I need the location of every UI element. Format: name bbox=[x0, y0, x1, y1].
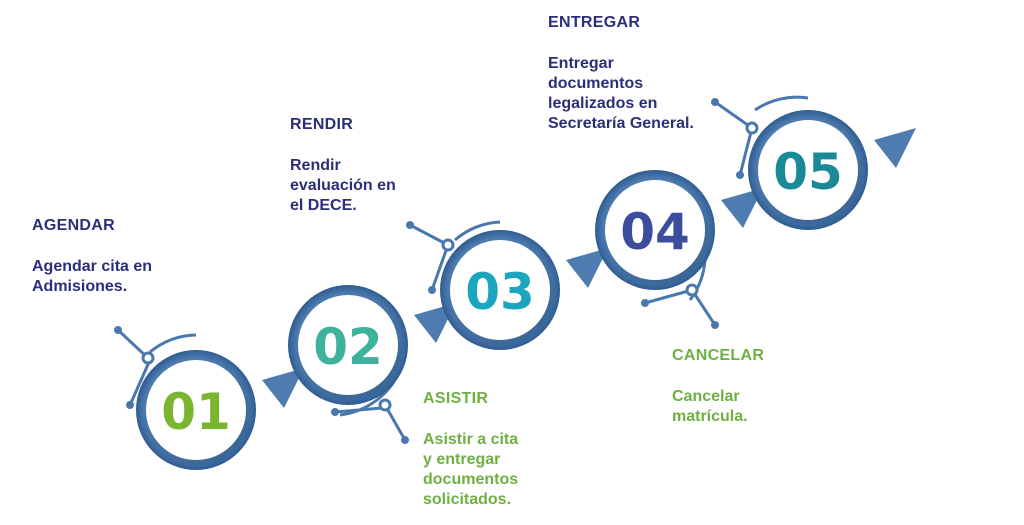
step-2-disc bbox=[298, 295, 398, 395]
step-5-arrow bbox=[874, 128, 916, 168]
step-1-node: 01 bbox=[136, 350, 304, 470]
step-2-number: 02 bbox=[313, 318, 383, 376]
step-3-node: 03 bbox=[440, 230, 608, 350]
step-2-description: Rendir evaluación en el DECE. bbox=[290, 157, 396, 214]
step-3-disc bbox=[450, 240, 550, 340]
step-4-text: CANCELAR Cancelar matrícula. bbox=[672, 347, 832, 427]
step-2-text: RENDIR Rendir evaluación en el DECE. bbox=[290, 116, 450, 216]
step-5-title: ENTREGAR bbox=[548, 14, 641, 31]
step-3-description: Asistir a cita y entregar documentos sol… bbox=[423, 431, 519, 508]
step-2-node: 02 bbox=[288, 285, 456, 405]
step-1-arrow bbox=[262, 368, 304, 408]
step-4-node: 04 bbox=[595, 170, 763, 290]
step-1-number: 01 bbox=[161, 383, 231, 441]
step-4-number: 04 bbox=[620, 203, 690, 261]
connector-1 bbox=[114, 326, 197, 409]
step-4-arrow bbox=[721, 188, 763, 228]
step-1-title: AGENDAR bbox=[32, 217, 115, 234]
connector-lines bbox=[114, 95, 809, 444]
step-1-disc bbox=[146, 360, 246, 460]
connector-3 bbox=[406, 220, 501, 294]
step-4-description: Cancelar matrícula. bbox=[672, 388, 748, 425]
step-5-node: 05 bbox=[748, 110, 916, 230]
step-3-text: ASISTIR Asistir a cita y entregar docume… bbox=[423, 390, 583, 510]
step-2-title: RENDIR bbox=[290, 116, 354, 133]
step-5-disc bbox=[758, 120, 858, 220]
step-3-arrow bbox=[566, 248, 608, 288]
step-3-title: ASISTIR bbox=[423, 390, 489, 407]
step-4-disc bbox=[605, 180, 705, 280]
step-4-title: CANCELAR bbox=[672, 347, 765, 364]
step-1-description: Agendar cita en Admisiones. bbox=[32, 258, 153, 295]
step-1-text: AGENDAR Agendar cita en Admisiones. bbox=[32, 217, 232, 297]
connector-5 bbox=[711, 95, 809, 179]
step-3-number: 03 bbox=[465, 263, 535, 321]
step-5-number: 05 bbox=[773, 143, 843, 201]
step-5-description: Entregar documentos legalizados en Secre… bbox=[548, 55, 694, 132]
connector-2 bbox=[331, 379, 409, 444]
step-5-text: ENTREGAR Entregar documentos legalizados… bbox=[548, 14, 748, 134]
